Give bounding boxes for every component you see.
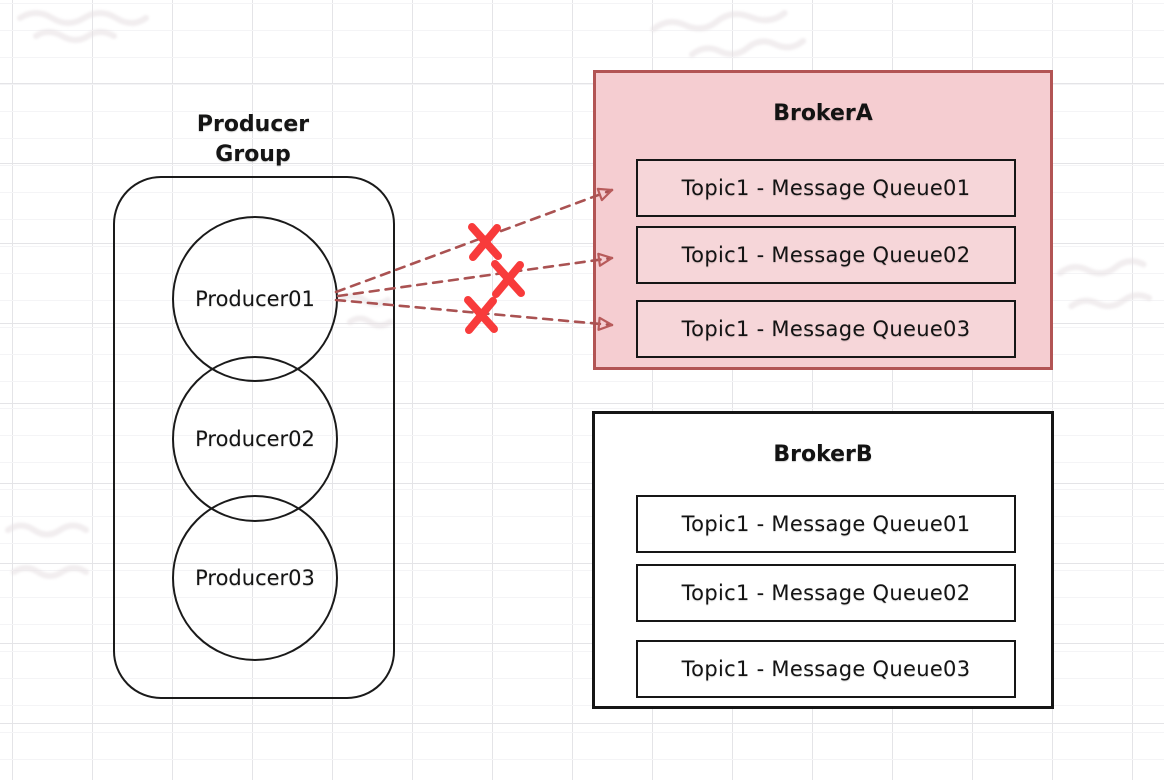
producer03-label: Producer03 xyxy=(195,566,315,590)
producer03-node: Producer03 xyxy=(172,495,338,661)
broker-b-title: BrokerB xyxy=(773,442,873,467)
producer-group-title-line2: Group xyxy=(215,142,291,167)
broker-a-container: BrokerA Topic1 - Message Queue01 Topic1 … xyxy=(593,70,1053,370)
producer-group-container xyxy=(113,176,395,699)
ghost-mark xyxy=(5,522,89,579)
ghost-mark xyxy=(650,10,807,58)
ghost-mark xyxy=(17,10,149,43)
broker-a-queue-03: Topic1 - Message Queue03 xyxy=(636,300,1016,358)
blocked-cross-1 xyxy=(468,223,502,261)
producer02-label: Producer02 xyxy=(195,427,315,451)
broker-a-queue-01: Topic1 - Message Queue01 xyxy=(636,159,1016,217)
broker-b-container: BrokerB Topic1 - Message Queue01 Topic1 … xyxy=(592,411,1054,709)
broker-a-queue-02: Topic1 - Message Queue02 xyxy=(636,226,1016,284)
blocked-cross-2 xyxy=(491,260,525,298)
broker-b-queue-01: Topic1 - Message Queue01 xyxy=(636,495,1016,553)
producer01-label: Producer01 xyxy=(195,287,315,311)
broker-b-queue-02: Topic1 - Message Queue02 xyxy=(636,564,1016,622)
broker-a-title: BrokerA xyxy=(773,101,873,126)
broker-b-queue-03: Topic1 - Message Queue03 xyxy=(636,640,1016,698)
blocked-cross-3 xyxy=(464,296,498,334)
producer-group-title-line1: Producer xyxy=(196,112,310,137)
ghost-mark xyxy=(1056,258,1153,310)
producer-group-title: Producer Group xyxy=(113,110,393,170)
